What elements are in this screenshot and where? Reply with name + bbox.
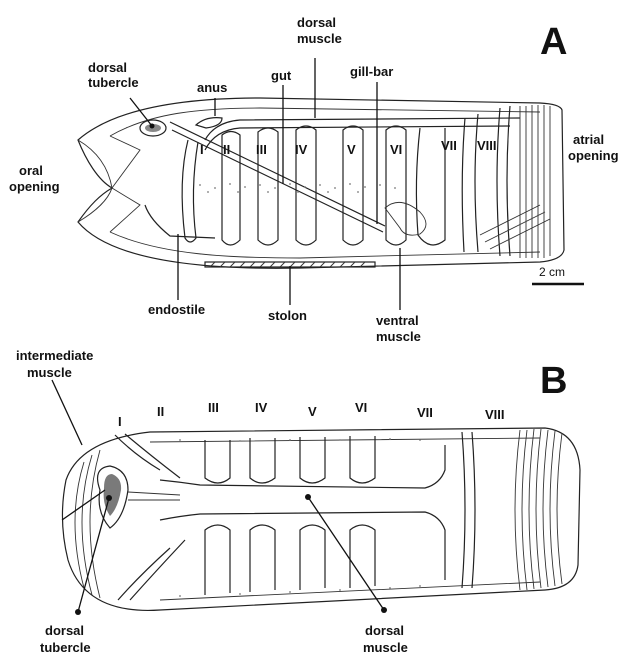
panel-b-body-outline [62, 428, 580, 610]
pointer-dorsal-tubercle-b [78, 498, 109, 612]
panel-a-letter: A [540, 21, 567, 63]
panel-b-band-VII [462, 432, 475, 588]
label-intermediate-muscle-l1: intermediate [16, 348, 93, 363]
stolon-hatching [210, 262, 365, 267]
numeral-b-II: II [157, 404, 164, 419]
label-anus: anus [197, 80, 227, 95]
numeral-b-III: III [208, 400, 219, 415]
numeral-a-VIII: VIII [477, 138, 497, 153]
endostile-shape [145, 205, 215, 238]
panel-b-lower-bands [205, 525, 375, 595]
label-oral-opening-l1: oral [19, 163, 43, 178]
label-intermediate-muscle-l2: muscle [27, 365, 72, 380]
label-oral-opening-l2: opening [9, 179, 60, 194]
label-stolon: stolon [268, 308, 307, 323]
numeral-a-VI: VI [390, 142, 402, 157]
label-ventral-muscle-l2: muscle [376, 329, 421, 344]
numeral-b-IV: IV [255, 400, 268, 415]
label-ventral-muscle-l1: ventral [376, 313, 419, 328]
panel-b-band-VIII-stripes [515, 429, 562, 590]
numeral-b-VII: VII [417, 405, 433, 420]
panel-b-tubercle-stalk [128, 492, 180, 500]
panel-b-inner-outline [150, 438, 540, 600]
panel-b-letter: B [540, 360, 567, 402]
label-dorsal-muscle-b-l2: muscle [363, 640, 408, 655]
numeral-a-VII: VII [441, 138, 457, 153]
pointer-end-dorsal-tubercle-b [75, 609, 81, 615]
numeral-b-VIII: VIII [485, 407, 505, 422]
numeral-b-V: V [308, 404, 317, 419]
gut-stipple [199, 183, 396, 193]
numeral-b-VI: VI [355, 400, 367, 415]
numeral-a-III: III [256, 142, 267, 157]
label-dorsal-tubercle-b-l1: dorsal [45, 623, 84, 638]
pointer-end-dorsal-muscle-b [381, 607, 387, 613]
pointer-intermediate-muscle [52, 380, 82, 445]
numeral-a-V: V [347, 142, 356, 157]
label-dorsal-muscle-b-l1: dorsal [365, 623, 404, 638]
label-dorsal-muscle-a-l1: dorsal [297, 15, 336, 30]
label-dorsal-tubercle-a-l2: tubercle [88, 75, 139, 90]
oral-lips [78, 136, 140, 232]
pointer-dot-dorsal-tubercle-a [150, 124, 155, 129]
label-gill-bar: gill-bar [350, 64, 393, 79]
panel-b-upper-bands [205, 436, 375, 483]
label-gut: gut [271, 68, 292, 83]
label-atrial-opening-l2: opening [568, 148, 619, 163]
label-endostile: endostile [148, 302, 205, 317]
label-dorsal-tubercle-a-l1: dorsal [88, 60, 127, 75]
numeral-a-I: I [200, 142, 204, 157]
panel-a-muscle-bands [182, 106, 510, 256]
pointer-dorsal-muscle-b [308, 497, 384, 610]
numeral-a-IV: IV [295, 142, 308, 157]
label-atrial-opening-l1: atrial [573, 132, 604, 147]
panel-a: A [9, 15, 619, 344]
scale-bar-label: 2 cm [539, 265, 565, 279]
label-dorsal-muscle-a-l2: muscle [297, 31, 342, 46]
atrial-muscle-stripes [480, 105, 550, 258]
panel-a-body-outline [78, 98, 564, 268]
numeral-b-I: I [118, 414, 122, 429]
panel-b-central-channel [160, 445, 445, 580]
panel-b: B [16, 348, 580, 655]
numeral-a-II: II [223, 142, 230, 157]
label-dorsal-tubercle-b-l2: tubercle [40, 640, 91, 655]
